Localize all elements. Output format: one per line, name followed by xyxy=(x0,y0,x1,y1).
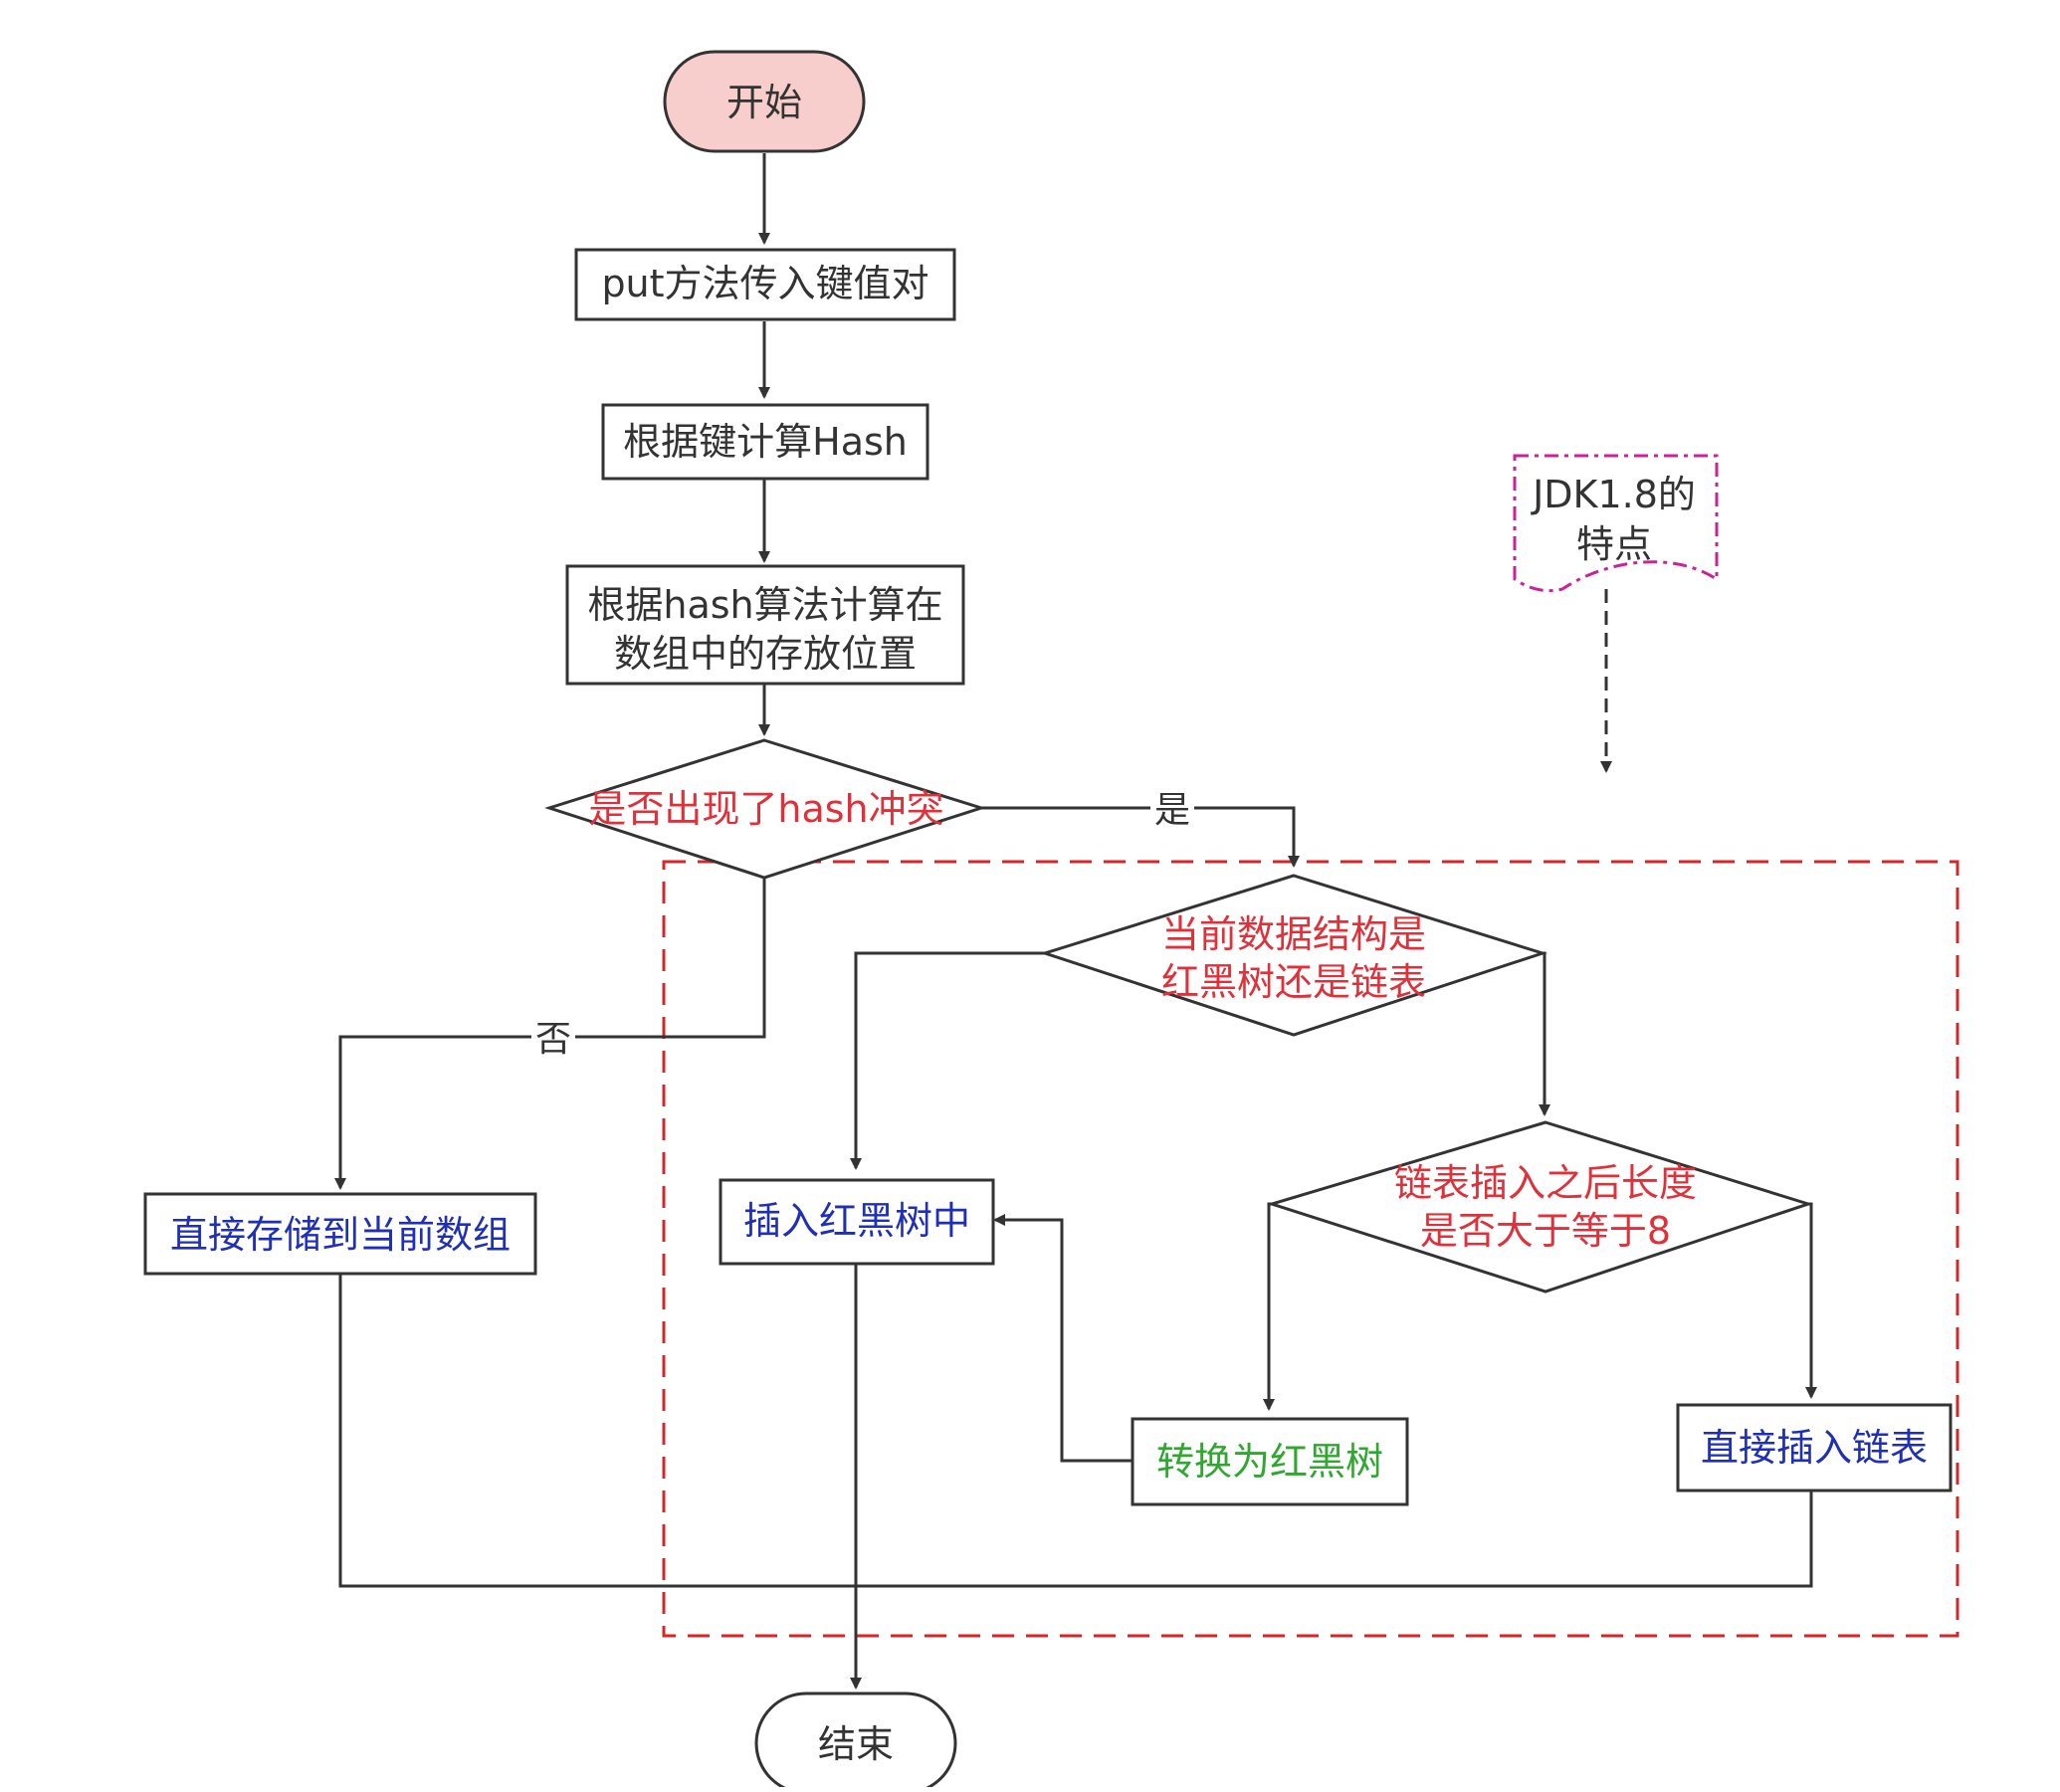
structure-label-2: 红黑树还是链表 xyxy=(1161,960,1426,1004)
put-label: put方法传入键值对 xyxy=(601,262,928,305)
direct-store-label: 直接存储到当前数组 xyxy=(170,1213,511,1257)
jdk18-note xyxy=(1513,454,1719,593)
length-label-1: 链表插入之后长度 xyxy=(1394,1161,1697,1205)
edge-convert-insert xyxy=(993,1214,1133,1463)
insert-list-label: 直接插入链表 xyxy=(1701,1426,1928,1470)
length-label-2: 是否大于等于8 xyxy=(1420,1209,1671,1253)
insert-rbtree-node xyxy=(719,1178,995,1266)
insert-list-node xyxy=(1676,1403,1953,1493)
structure-label-1: 当前数据结构是 xyxy=(1161,912,1426,956)
collision-label: 是否出现了hash冲突 xyxy=(588,787,943,831)
edge-len-yes xyxy=(1263,1202,1275,1411)
edge-label-no: 否 xyxy=(535,1019,571,1060)
convert-rbtree-label: 转换为红黑树 xyxy=(1156,1440,1383,1484)
jdk18-note-line1: JDK1.8的 xyxy=(1531,473,1696,516)
end-label: 结束 xyxy=(818,1722,894,1766)
edge-len-no xyxy=(1805,1202,1817,1399)
start-node xyxy=(663,50,866,153)
edge-struct-rbtree xyxy=(850,951,1045,1170)
structure-decision xyxy=(1040,874,1547,1037)
insert-rbtree-label: 插入红黑树中 xyxy=(743,1199,970,1243)
edge-direct-merge xyxy=(338,1274,1813,1588)
length-decision xyxy=(1266,1120,1813,1294)
end-node xyxy=(754,1692,957,1792)
start-label: 开始 xyxy=(726,81,802,124)
edge-struct-list xyxy=(1539,951,1550,1116)
hash-key-node xyxy=(601,403,929,481)
put-node xyxy=(574,248,956,321)
position-node xyxy=(565,564,965,686)
convert-rbtree-node xyxy=(1131,1417,1409,1506)
position-label-2: 数组中的存放位置 xyxy=(614,632,917,676)
position-label-1: 根据hash算法计算在 xyxy=(587,583,942,627)
jdk18-note-line2: 特点 xyxy=(1576,522,1652,566)
collision-decision xyxy=(544,738,986,880)
edge-collision-yes xyxy=(981,806,1300,868)
hash-key-label: 根据键计算Hash xyxy=(623,420,908,464)
jdk18-region xyxy=(662,860,1959,1638)
direct-store-node xyxy=(143,1192,537,1276)
edge-label-yes: 是 xyxy=(1154,790,1190,831)
